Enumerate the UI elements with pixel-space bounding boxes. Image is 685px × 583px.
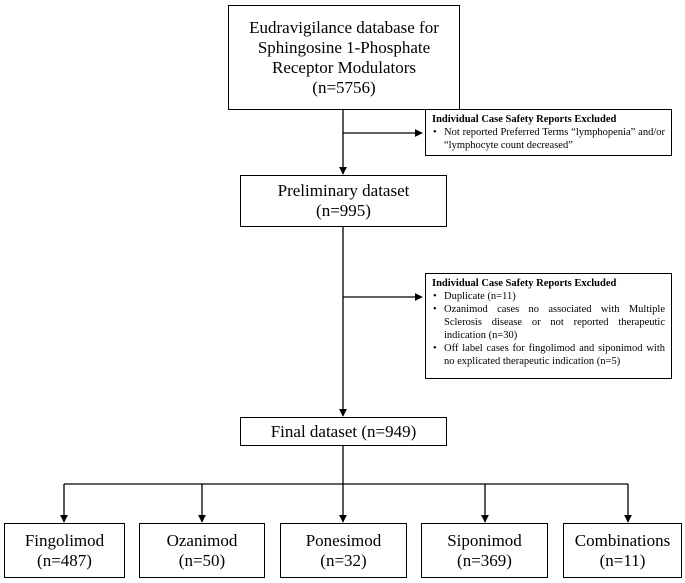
exclusion-box-1: Individual Case Safety Reports Excluded …: [425, 109, 672, 156]
preliminary-label: Preliminary dataset: [277, 181, 410, 200]
exclusion-2-item: Ozanimod cases no associated with Multip…: [433, 303, 665, 342]
exclusion-2-heading: Individual Case Safety Reports Excluded: [432, 278, 617, 289]
drug-box-ponesimod: Ponesimod (n=32): [280, 523, 407, 578]
drug-name: Combinations: [574, 530, 671, 550]
preliminary-box: Preliminary dataset (n=995): [240, 175, 447, 227]
drug-name: Fingolimod: [24, 530, 105, 550]
exclusion-1-list: Not reported Preferred Terms “lymphopeni…: [432, 126, 665, 152]
exclusion-2-item: Duplicate (n=11): [433, 290, 665, 303]
exclusion-2-list: Duplicate (n=11) Ozanimod cases no assoc…: [432, 290, 665, 368]
drug-box-combinations: Combinations (n=11): [563, 523, 682, 578]
preliminary-count: (n=995): [316, 201, 371, 220]
final-label: Final dataset (n=949): [270, 421, 417, 441]
drug-name: Ozanimod: [166, 530, 238, 550]
drug-count: (n=369): [457, 550, 512, 570]
exclusion-2-item: Off label cases for fingolimod and sipon…: [433, 342, 665, 368]
drug-box-siponimod: Siponimod (n=369): [421, 523, 548, 578]
final-box: Final dataset (n=949): [240, 417, 447, 446]
drug-count: (n=11): [599, 550, 646, 570]
database-count: (n=5756): [312, 77, 376, 97]
drug-count: (n=50): [178, 550, 226, 570]
drug-count: (n=32): [320, 550, 367, 570]
drug-count: (n=487): [37, 550, 92, 570]
database-line2: Sphingosine 1-Phosphate: [257, 37, 431, 57]
drug-name: Ponesimod: [305, 530, 382, 550]
database-line1: Eudravigilance database for: [249, 17, 439, 37]
drug-box-fingolimod: Fingolimod (n=487): [4, 523, 125, 578]
exclusion-box-2: Individual Case Safety Reports Excluded …: [425, 273, 672, 379]
drug-name: Siponimod: [447, 530, 522, 550]
database-box: Eudravigilance database for Sphingosine …: [228, 5, 460, 110]
drug-box-ozanimod: Ozanimod (n=50): [139, 523, 265, 578]
exclusion-1-item: Not reported Preferred Terms “lymphopeni…: [433, 126, 665, 152]
exclusion-1-heading: Individual Case Safety Reports Excluded: [432, 114, 617, 125]
database-line3: Receptor Modulators: [272, 57, 416, 77]
